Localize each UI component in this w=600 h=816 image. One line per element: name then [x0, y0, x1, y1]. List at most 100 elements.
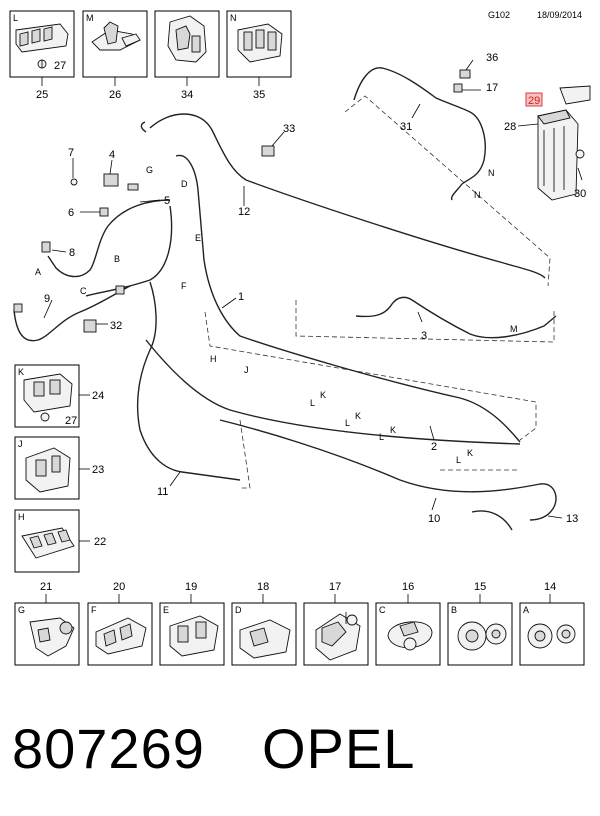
box-letter: H	[18, 512, 25, 522]
part-box-15[interactable]: 15 B	[447, 581, 513, 666]
box-letter: F	[91, 605, 97, 615]
clamp-part-image	[387, 621, 433, 651]
part-box-23[interactable]: J 23	[14, 436, 104, 500]
part-box-22[interactable]: H 22	[14, 509, 106, 573]
part-box-18[interactable]: 18 D	[231, 581, 297, 666]
letter-l: L	[310, 398, 315, 408]
callout-5: 5	[164, 195, 170, 207]
callout-11: 11	[157, 486, 168, 498]
callout-2: 2	[431, 441, 437, 453]
part-number: 807269	[12, 717, 205, 780]
box-number: 17	[329, 581, 341, 593]
connector-part-image	[29, 617, 75, 657]
clip-part-image	[23, 373, 73, 422]
letter-j: J	[244, 365, 249, 375]
callout-36: 36	[486, 52, 498, 64]
letter-k: K	[355, 411, 361, 421]
part-box-24[interactable]: K 27 24	[14, 364, 104, 428]
letter-d: D	[181, 179, 188, 189]
callout-13: 13	[566, 513, 578, 525]
clamp-part-image	[457, 621, 507, 651]
letter-k: K	[320, 390, 326, 400]
letter-l: L	[456, 455, 461, 465]
callout-30: 30	[574, 188, 586, 200]
callout-8: 8	[69, 247, 75, 259]
box-number: 18	[257, 581, 269, 593]
clip-part-image	[15, 23, 69, 69]
part-box-26[interactable]: M 26	[82, 10, 148, 101]
box-letter: M	[86, 13, 94, 23]
clip-part-image	[237, 23, 283, 63]
part-box-21[interactable]: 21 G	[14, 581, 80, 666]
clip-part-image	[239, 619, 291, 659]
callout-17: 17	[486, 82, 498, 94]
box-number: 24	[92, 390, 104, 402]
callout-29-highlighted: 29	[525, 92, 543, 107]
letter-b: B	[114, 254, 120, 264]
part-box-16[interactable]: 16 C	[375, 581, 441, 666]
clip-part-image	[95, 617, 147, 655]
box-number: 25	[36, 89, 48, 101]
clamp-part-image	[527, 623, 576, 649]
box-number: 35	[253, 89, 265, 101]
part-box-25[interactable]: L 27 25	[9, 10, 75, 101]
box-letter: A	[523, 605, 529, 615]
valve-part-image	[315, 612, 361, 661]
callout-29: 29	[528, 95, 540, 107]
callout-12: 12	[238, 206, 250, 218]
callout-6: 6	[68, 207, 74, 219]
letter-l: L	[345, 418, 350, 428]
screw-callout: 27	[65, 415, 77, 427]
clip-part-image	[169, 615, 219, 657]
box-letter: E	[163, 605, 169, 615]
box-letter: B	[451, 605, 457, 615]
callout-7: 7	[68, 147, 74, 159]
letter-c: C	[80, 286, 87, 296]
part-box-35[interactable]: N 35	[226, 10, 292, 101]
letter-n: N	[474, 190, 481, 200]
box-letter: G	[18, 605, 25, 615]
callout-1: 1	[238, 291, 244, 303]
box-number: 21	[40, 581, 52, 593]
letter-m: M	[510, 324, 518, 334]
callout-4: 4	[109, 149, 115, 161]
letter-h: H	[210, 354, 217, 364]
callout-10: 10	[428, 513, 440, 525]
callout-28: 28	[504, 121, 516, 133]
box-number: 20	[113, 581, 125, 593]
callout-3: 3	[421, 330, 427, 342]
clip-strip-part-image	[21, 527, 75, 559]
holder-part-image	[167, 15, 207, 63]
letter-k: K	[467, 448, 473, 458]
box-letter: N	[230, 13, 237, 23]
callout-32: 32	[110, 320, 122, 332]
part-box-34[interactable]: 34	[154, 10, 220, 101]
part-box-17[interactable]: 17	[303, 581, 369, 666]
callout-31: 31	[400, 121, 412, 133]
connector-33	[261, 145, 275, 157]
box-number: 16	[402, 581, 414, 593]
box-letter: C	[379, 605, 386, 615]
box-letter: J	[18, 439, 23, 449]
letter-a: A	[35, 267, 41, 277]
part-box-14[interactable]: 14 A	[519, 581, 585, 666]
part-box-20[interactable]: 20 F	[87, 581, 153, 666]
part-box-19[interactable]: 19 E	[159, 581, 225, 666]
callout-labels: 36 17 29 31 28 30 33 7 4 5 6 8 12 1 3 9 …	[44, 52, 586, 525]
letter-f: F	[181, 281, 187, 291]
screw-callout: 27	[54, 60, 66, 72]
box-number: 15	[474, 581, 486, 593]
letter-g: G	[146, 165, 153, 175]
box-number: 22	[94, 536, 106, 548]
letter-k: K	[390, 425, 396, 435]
clip-part-image	[25, 447, 71, 493]
letter-n: N	[488, 168, 495, 178]
box-number: 34	[181, 89, 193, 101]
box-letter: L	[13, 13, 18, 23]
letter-l: L	[379, 432, 384, 442]
callout-33: 33	[283, 123, 295, 135]
pipe-letter-labels: N N G D E A B C F H J M L K L K L K L K	[35, 165, 518, 465]
callout-9: 9	[44, 293, 50, 305]
box-number: 19	[185, 581, 197, 593]
